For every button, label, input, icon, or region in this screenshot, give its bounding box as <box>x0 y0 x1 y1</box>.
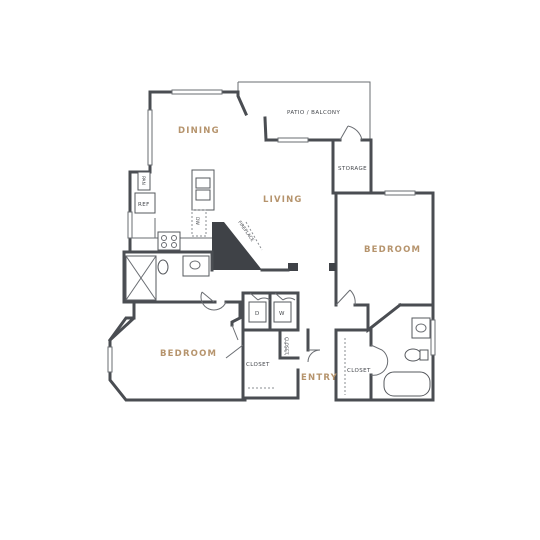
patio-label: PATIO / BALCONY <box>287 110 340 116</box>
right-bath <box>383 317 431 397</box>
windows <box>107 89 436 373</box>
storage-label: STORAGE <box>338 166 367 172</box>
vanity-right <box>411 317 431 339</box>
washer-label: W <box>279 311 285 317</box>
room-label-dining: DINING <box>178 126 220 136</box>
dryer <box>248 301 267 323</box>
vanity <box>182 255 210 277</box>
room-label-living: LIVING <box>263 195 303 205</box>
refrigerator <box>134 192 156 214</box>
doors <box>200 125 389 376</box>
washer <box>273 301 292 323</box>
closet-label-right: CLOSET <box>347 368 371 374</box>
closet-shelving <box>248 338 346 395</box>
toilet <box>157 259 169 275</box>
laundry <box>248 301 292 323</box>
closet-label-left: CLOSET <box>246 362 270 368</box>
room-label-bedroom-left: BEDROOM <box>160 349 217 359</box>
left-bath <box>125 255 210 301</box>
dryer-label: D <box>255 311 260 317</box>
toilet-right <box>404 348 422 362</box>
pantry-label: PAN <box>140 176 146 185</box>
kitchen <box>132 169 263 251</box>
bathtub <box>383 371 431 397</box>
fireplace-label: FIREPLACE <box>236 220 255 243</box>
pantry <box>137 171 151 191</box>
room-label-bedroom-right: BEDROOM <box>364 245 421 255</box>
range <box>157 231 181 251</box>
dishwasher-label: DW <box>194 217 200 225</box>
refrigerator-label: REF <box>138 202 150 208</box>
closet-label-hall: CLOSET <box>283 337 289 355</box>
room-label-entry: ENTRY <box>301 373 338 383</box>
